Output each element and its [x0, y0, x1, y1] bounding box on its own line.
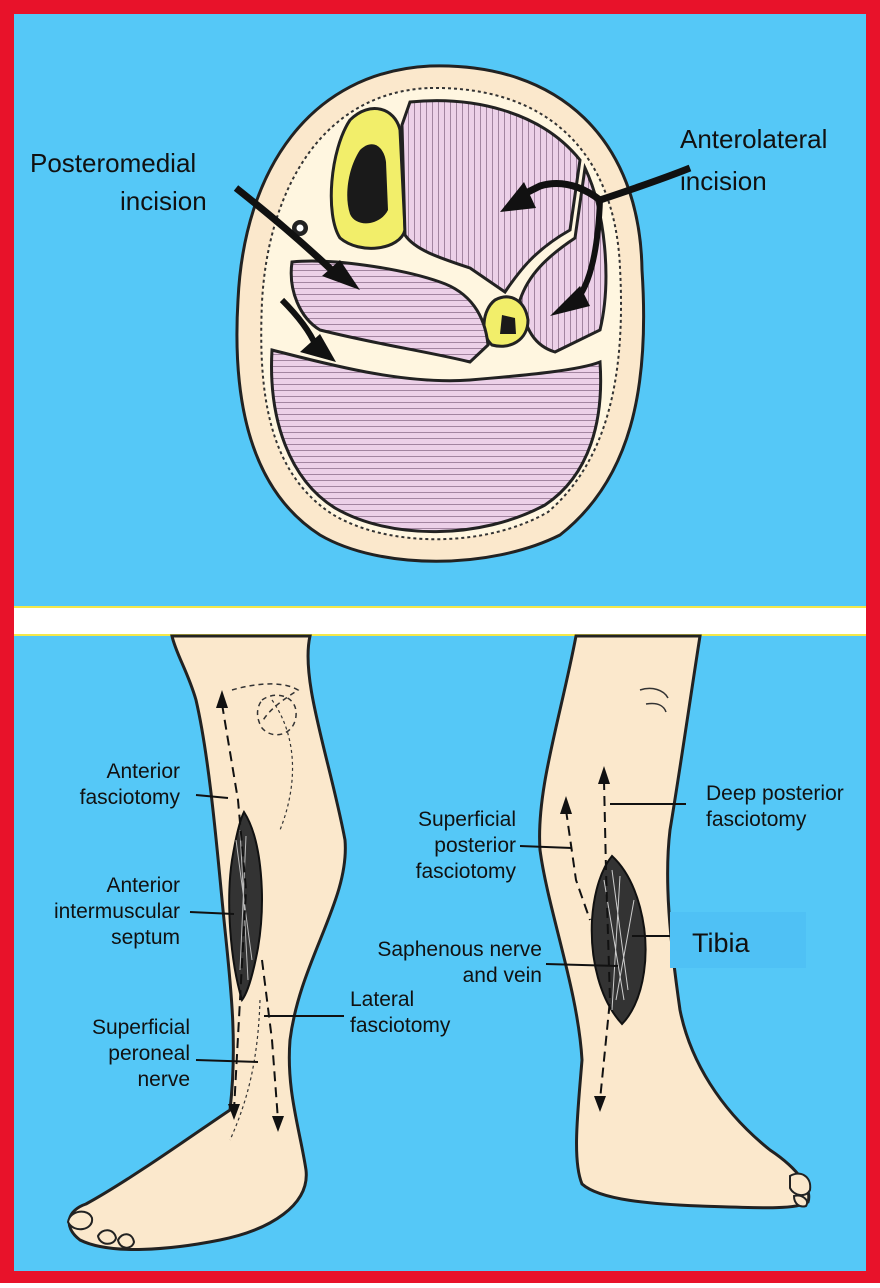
label-anterior-fasciotomy-1: Anterior [106, 760, 180, 783]
label-anterior-septum-1: Anterior [106, 874, 180, 897]
label-anterior-septum-2: intermuscular [54, 900, 180, 923]
label-superficial-peroneal-3: nerve [137, 1068, 190, 1091]
right-toe-1 [790, 1174, 810, 1195]
label-anterior-fasciotomy-2: fasciotomy [80, 786, 181, 809]
left-toe-2 [98, 1230, 116, 1244]
label-superficial-peroneal-1: Superficial [92, 1016, 190, 1039]
label-deep-posterior-1: Deep posterior [706, 782, 844, 805]
fibula-marrow [500, 315, 516, 334]
panel-divider [14, 606, 866, 636]
label-lateral-fasciotomy-2: fasciotomy [350, 1014, 451, 1037]
label-posteromedial-2: incision [120, 186, 207, 216]
left-toe-1 [68, 1212, 92, 1230]
label-saphenous-2: and vein [463, 964, 542, 987]
left-toe-3 [118, 1234, 134, 1248]
label-saphenous-1: Saphenous nerve [377, 938, 542, 961]
label-deep-posterior-2: fasciotomy [706, 808, 807, 831]
label-superficial-peroneal-2: peroneal [108, 1042, 190, 1065]
label-posteromedial-1: Posteromedial [30, 148, 196, 178]
label-tibia: Tibia [692, 928, 751, 958]
vessel-dot-inner [297, 225, 304, 232]
label-anterior-septum-3: septum [111, 926, 180, 949]
label-lateral-fasciotomy-1: Lateral [350, 988, 414, 1011]
label-superficial-posterior-3: fasciotomy [416, 860, 517, 883]
label-superficial-posterior-1: Superficial [418, 808, 516, 831]
label-anterolateral-1: Anterolateral [680, 124, 827, 154]
label-superficial-posterior-2: posterior [434, 834, 516, 857]
label-anterolateral-2: incision [680, 166, 767, 196]
